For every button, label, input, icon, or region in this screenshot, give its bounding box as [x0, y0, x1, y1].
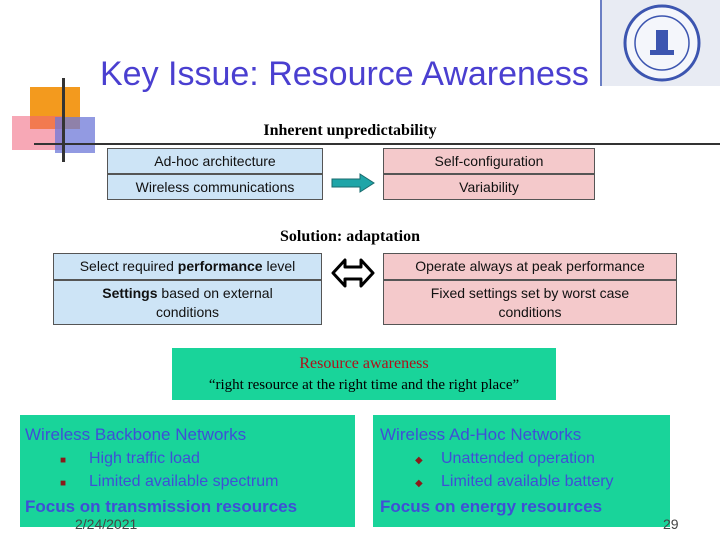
select-performance-text-b: level [262, 258, 296, 275]
backbone-networks-title: Wireless Backbone Networks [25, 425, 247, 444]
adhoc-networks-pane [373, 415, 670, 527]
backbone-networks-pane [20, 415, 355, 527]
select-performance-box: Select required performance level [53, 253, 322, 280]
slide-date: 2/24/2021 [75, 516, 138, 532]
right-arrow-icon [331, 173, 375, 193]
decor-blue-square [55, 117, 95, 153]
resource-awareness-quote: “right resource at the right time and th… [208, 377, 520, 393]
backbone-focus-text: Focus on transmission resources [25, 497, 298, 516]
adhoc-bullet-2: ◆ Limited available battery [415, 473, 614, 491]
slide-title: Key Issue: Resource Awareness [100, 55, 589, 93]
adhoc-bullet-2-text: Limited available battery [441, 473, 614, 490]
decor-vertical-line [62, 78, 65, 162]
backbone-bullet-1: ■ High traffic load [60, 450, 200, 468]
peak-performance-box: Operate always at peak performance [383, 253, 677, 280]
decor-horizontal-line [34, 143, 720, 145]
backbone-bullet-2-text: Limited available spectrum [89, 473, 279, 490]
adhoc-bullet-1-text: Unattended operation [441, 450, 595, 467]
variability-box: Variability [383, 174, 595, 200]
settings-external-box: Settings based on external conditions [53, 280, 322, 325]
diamond-bullet-icon: ◆ [415, 478, 423, 489]
settings-bold-word: Settings [102, 285, 158, 302]
resource-awareness-box: Resource awareness “right resource at th… [172, 348, 556, 400]
square-bullet-icon: ■ [60, 455, 67, 466]
self-configuration-box: Self-configuration [383, 148, 595, 174]
settings-external-text: based on external conditions [155, 285, 273, 320]
adhoc-networks-title: Wireless Ad-Hoc Networks [380, 425, 582, 444]
slide-page-number: 29 [663, 516, 679, 532]
wireless-communications-box: Wireless communications [107, 174, 323, 200]
solution-heading: Solution: adaptation [279, 228, 421, 245]
backbone-bullet-2: ■ Limited available spectrum [60, 473, 278, 491]
performance-bold-word: performance [177, 258, 263, 275]
square-bullet-icon: ■ [60, 478, 67, 489]
backbone-bullet-1-text: High traffic load [89, 450, 200, 467]
adhoc-bullet-1: ◆ Unattended operation [415, 450, 595, 468]
adhoc-focus-text: Focus on energy resources [380, 497, 603, 516]
select-performance-text-a: Select required [79, 258, 178, 275]
university-logo [600, 0, 720, 86]
double-arrow-icon [331, 258, 375, 288]
seal-icon [623, 4, 701, 82]
resource-awareness-title: Resource awareness [299, 355, 429, 372]
unpredictability-heading: Inherent unpredictability [263, 122, 437, 139]
fixed-settings-box: Fixed settings set by worst case conditi… [383, 280, 677, 325]
adhoc-architecture-box: Ad-hoc architecture [107, 148, 323, 174]
diamond-bullet-icon: ◆ [415, 455, 423, 466]
